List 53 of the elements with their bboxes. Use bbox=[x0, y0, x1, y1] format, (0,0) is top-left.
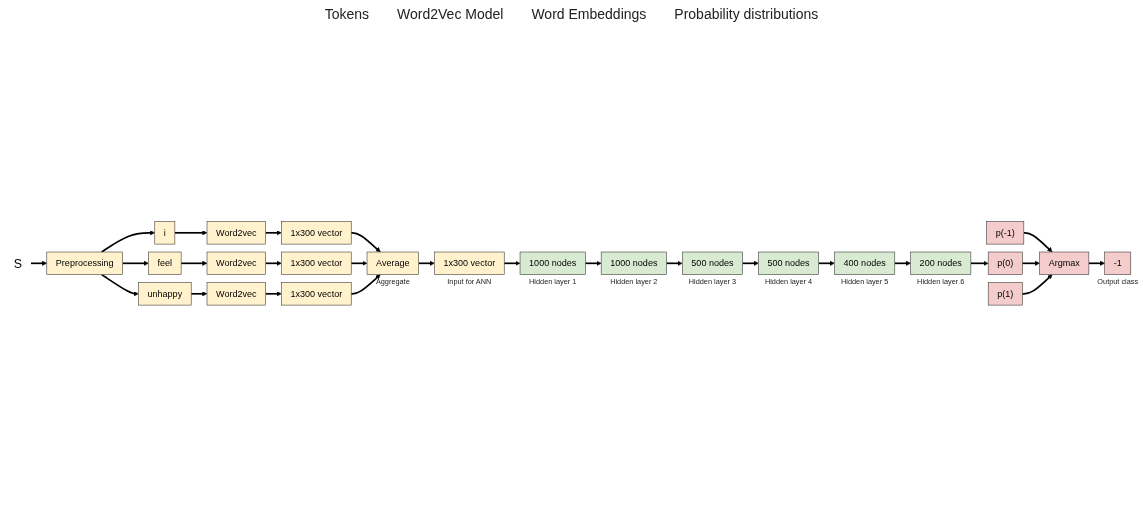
node-box: Word2vec bbox=[206, 281, 266, 306]
arrow bbox=[264, 291, 282, 296]
arrow bbox=[174, 230, 208, 235]
node-box: 500 nodes bbox=[758, 251, 819, 275]
node-box: Word2vec bbox=[206, 220, 266, 245]
column-caption: Tokens bbox=[324, 6, 370, 22]
arrow bbox=[1023, 231, 1053, 252]
column-caption: Word Embeddings bbox=[531, 6, 647, 22]
node-box: p(1) bbox=[987, 281, 1023, 306]
node-box: 500 nodes bbox=[682, 251, 743, 275]
node-box: unhappy bbox=[138, 281, 192, 306]
arrow bbox=[817, 260, 835, 266]
arrow bbox=[350, 274, 381, 295]
node-box: 1x300 vector bbox=[281, 220, 352, 245]
arrow bbox=[121, 260, 149, 266]
node-box: -1 bbox=[1104, 251, 1132, 275]
arrow bbox=[1088, 260, 1105, 266]
arrow bbox=[503, 260, 521, 266]
arrow bbox=[665, 260, 683, 266]
arrow bbox=[30, 260, 47, 266]
arrow bbox=[350, 231, 381, 252]
node-text: S bbox=[13, 255, 22, 271]
node-box: 1000 nodes bbox=[519, 251, 586, 275]
column-caption: Probability distributions bbox=[674, 6, 819, 22]
arrow bbox=[100, 273, 139, 296]
node-box: 1x300 vector bbox=[434, 251, 505, 275]
node-box: Word2vec bbox=[206, 251, 266, 275]
arrow bbox=[264, 230, 282, 235]
node-box: Average bbox=[366, 251, 419, 275]
node-box: i bbox=[154, 220, 176, 245]
arrow bbox=[190, 291, 208, 296]
node-box: 200 nodes bbox=[910, 251, 972, 275]
arrow bbox=[970, 260, 989, 266]
arrow bbox=[1021, 260, 1040, 266]
arrow bbox=[584, 260, 602, 266]
node-box: p(0) bbox=[987, 251, 1023, 275]
arrow bbox=[100, 230, 155, 253]
node-box: 400 nodes bbox=[834, 251, 896, 275]
arrow bbox=[180, 260, 208, 266]
node-box: p(-1) bbox=[986, 220, 1025, 245]
node-box: Argmax bbox=[1039, 251, 1090, 275]
arrow bbox=[350, 260, 368, 266]
node-box: 1000 nodes bbox=[600, 251, 667, 275]
node-box: 1x300 vector bbox=[281, 281, 352, 306]
column-caption: Word2Vec Model bbox=[397, 6, 504, 22]
node-box: Preprocessing bbox=[46, 251, 123, 275]
node-box: feel bbox=[148, 251, 182, 275]
node-box: 1x300 vector bbox=[281, 251, 352, 275]
arrow bbox=[1021, 274, 1053, 295]
arrow bbox=[893, 260, 911, 266]
arrow bbox=[264, 260, 282, 266]
arrow bbox=[741, 260, 759, 266]
arrow bbox=[417, 260, 435, 266]
